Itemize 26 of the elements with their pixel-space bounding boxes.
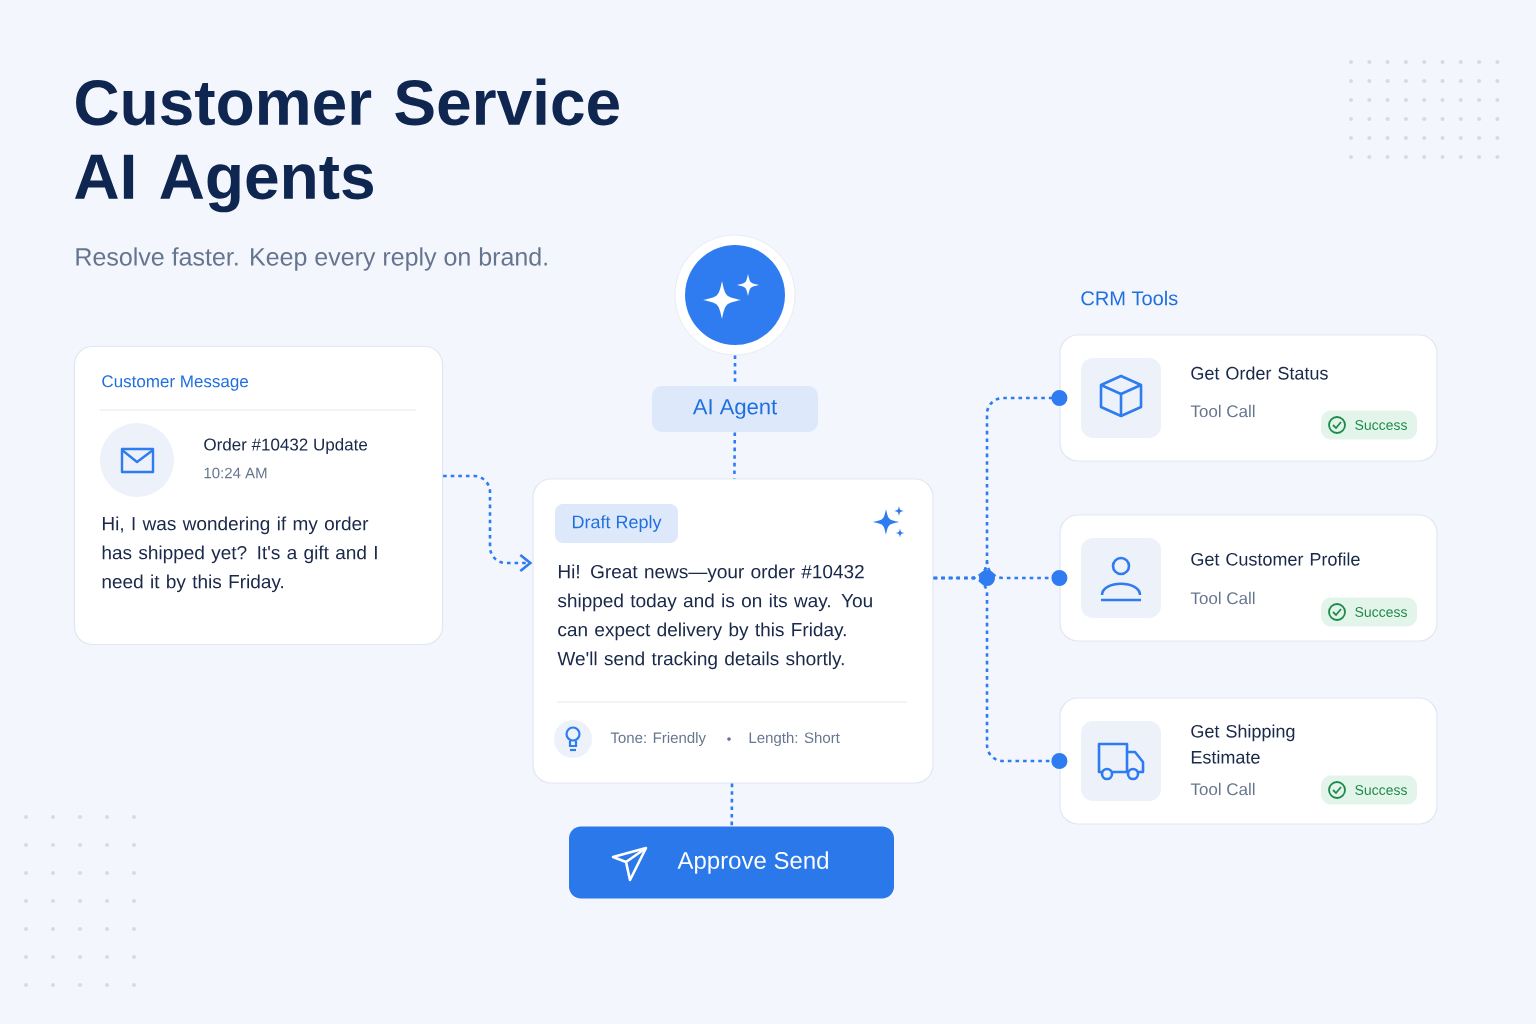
tag: Draft Reply [555,504,678,543]
timestamp: 10:24 AM [204,467,267,479]
tool-type: Tool Call [1190,591,1255,605]
connector [933,576,1068,769]
tool-type: Tool Call [1190,404,1255,418]
length-setting: Length: Short [749,732,840,746]
agent-icon [674,234,796,356]
connector [443,474,533,573]
title: Customer Service AI Agents [75,78,619,213]
tone-setting: Tone: Friendly [610,732,706,746]
tool-type: Tool Call [1190,782,1255,796]
tool-name: Get Shipping Estimate [1191,724,1295,764]
message-body: Hi, I was wondering if my order has shipped yet? It's a gift and I need it by this Friday. [102,516,377,593]
card-heading: Customer Message [102,375,248,391]
approve-button: Approve Send [569,826,894,899]
reply-body: Hi! Great news—your order #10432 shipped today and is on its way. You can expect delivery by this Friday. We'll send tracking details shortly. [557,564,872,670]
connector [730,783,734,827]
status-badge: Success [1321,597,1417,627]
status-badge: Success [1321,410,1417,440]
status-badge: Success [1321,775,1417,805]
message-subject: Order #10432 Update [204,438,368,454]
tool-name: Get Customer Profile [1191,552,1360,566]
section-heading: CRM Tools [1081,290,1178,306]
tool-name: Get Order Status [1191,366,1328,380]
subtitle: Resolve faster. Keep every reply on brand. [76,247,547,271]
agent-label: AI Agent [652,386,818,432]
